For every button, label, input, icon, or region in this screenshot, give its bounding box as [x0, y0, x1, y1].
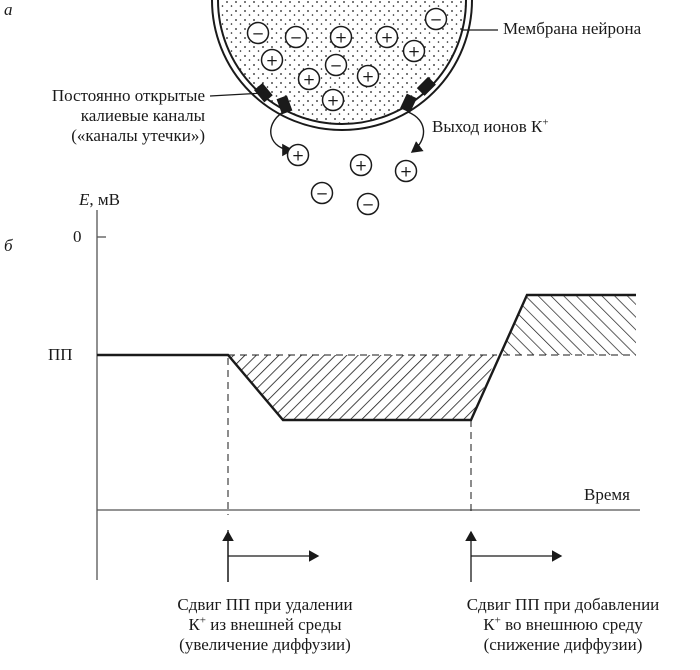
anion-sign: − — [330, 57, 343, 75]
annotation-right: Сдвиг ПП при добавлении К+ во внешнюю ср… — [432, 595, 694, 655]
annotation-right-sup: + — [494, 614, 501, 627]
channels-label-line-3: («каналы утечки») — [71, 126, 205, 145]
membrane-inner-arc — [217, 0, 467, 125]
cation-sign: + — [381, 29, 394, 47]
y-axis-label-e: E — [79, 190, 90, 209]
hatched-area-hyperpolarization — [228, 355, 497, 420]
cation-icon — [321, 88, 345, 112]
x-axis-label: Время — [584, 485, 630, 504]
channels-label-line-1: Постоянно открытые — [51, 86, 205, 105]
tick-rest-label: ПП — [48, 345, 73, 364]
anion-sign: − — [252, 25, 265, 43]
cation-icon — [375, 25, 399, 49]
cation-sign: + — [292, 147, 305, 165]
anion-sign: − — [290, 29, 303, 47]
anion-icon — [356, 192, 380, 216]
efflux-label-sup: + — [542, 116, 549, 129]
channels-label-line-2: калиевые каналы — [80, 106, 205, 125]
annotation-right-k: К — [483, 615, 495, 634]
cation-icon — [402, 39, 426, 63]
cation-icon — [260, 48, 284, 72]
channels-label: Постоянно открытые калиевые каналы («кан… — [0, 86, 205, 146]
channel-leader-line — [209, 92, 265, 97]
annotation-left-sup: + — [199, 614, 207, 627]
annotation-left-line-2: К+ из внешней среды — [140, 615, 390, 635]
anion-sign: − — [430, 11, 443, 29]
cation-icon — [394, 159, 418, 183]
cation-sign: + — [335, 29, 348, 47]
cation-sign: + — [303, 71, 316, 89]
panel-a-letter: а — [4, 0, 13, 19]
efflux-arrow-right — [407, 111, 425, 153]
annotation-left-k: К — [188, 615, 200, 634]
cation-sign: + — [408, 43, 421, 61]
annotation-left-line-3: (увеличение диффузии) — [179, 635, 351, 654]
anion-sign: − — [362, 196, 375, 214]
cation-icon — [286, 143, 310, 167]
anion-icon — [424, 7, 448, 31]
leak-channel-4 — [416, 76, 436, 96]
panel-b-letter: б — [4, 236, 13, 255]
cation-icon — [349, 153, 373, 177]
cation-icon — [356, 64, 380, 88]
anion-icon — [310, 181, 334, 205]
efflux-label-text: Выход ионов К — [432, 117, 543, 136]
cation-sign: + — [362, 68, 375, 86]
anion-icon — [324, 53, 348, 77]
cation-sign: + — [355, 157, 368, 175]
y-axis-label: E, мВ — [79, 190, 120, 210]
membrane-potential-trace — [97, 293, 636, 422]
annotation-left-line-1: Сдвиг ПП при удалении — [177, 595, 353, 614]
annotation-right-line-1: Сдвиг ПП при добавлении — [466, 595, 660, 614]
annotation-right-line-2: К+ во внешнюю среду — [432, 615, 694, 635]
efflux-arrow-left — [270, 111, 294, 157]
anion-icon — [246, 21, 270, 45]
cation-icon — [297, 67, 321, 91]
membrane-label: Мембрана нейрона — [503, 19, 642, 38]
y-axis-label-unit: , мВ — [89, 190, 120, 209]
annotation-right-rest: во внешнюю среду — [500, 615, 643, 634]
leak-channel-3 — [400, 93, 417, 113]
annotation-left: Сдвиг ПП при удалении К+ из внешней сред… — [140, 595, 390, 655]
membrane-outer-arc — [211, 0, 473, 131]
cation-icon — [329, 25, 353, 49]
annotation-right-line-3: (снижение диффузии) — [483, 635, 643, 654]
graph — [96, 210, 640, 582]
leak-channel-2 — [276, 95, 293, 115]
efflux-label: Выход ионов К+ — [432, 117, 549, 137]
event-arrow-left — [227, 530, 320, 582]
annotation-left-rest: из внешней среды — [206, 615, 342, 634]
cation-sign: + — [400, 163, 413, 181]
anion-icon — [284, 25, 308, 49]
anion-sign: − — [316, 185, 329, 203]
hatched-area-depolarization — [501, 295, 636, 355]
cation-sign: + — [327, 92, 340, 110]
tick-zero-label: 0 — [73, 227, 82, 246]
ions-group: −−++−++−++++++−− — [246, 7, 448, 216]
cation-sign: + — [266, 52, 279, 70]
